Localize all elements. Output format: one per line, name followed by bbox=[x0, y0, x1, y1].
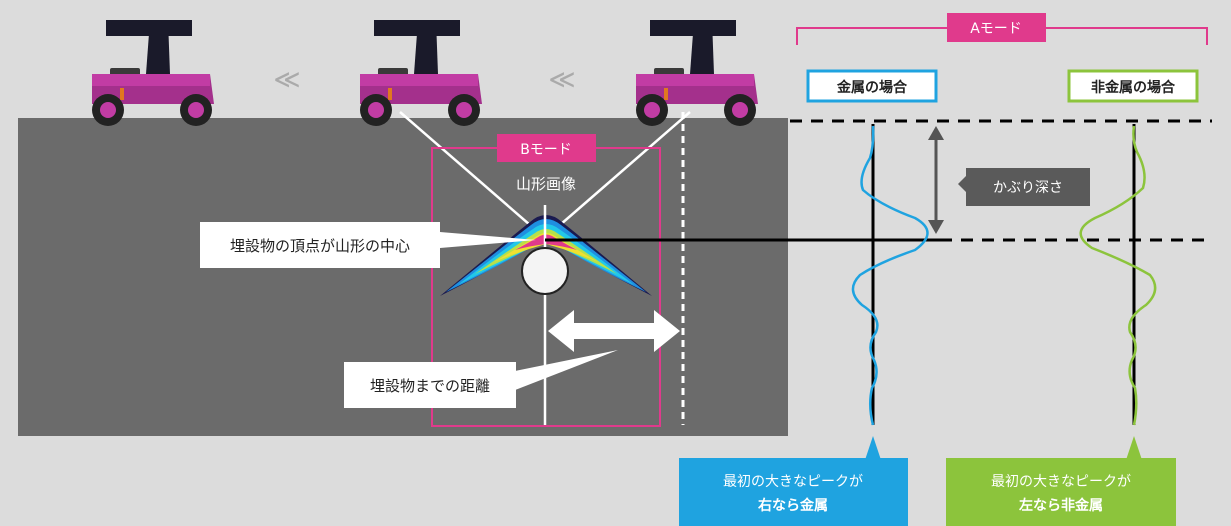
apex-callout-box bbox=[200, 222, 440, 268]
metal-result-pointer bbox=[865, 436, 881, 460]
direction-mark-1: ≪ bbox=[273, 65, 300, 95]
scanner-right bbox=[636, 20, 758, 126]
nonmetal-result-line1: 最初の大きなピークが bbox=[991, 473, 1131, 490]
cover-depth-arrow bbox=[928, 126, 944, 234]
nonmetal-waveform bbox=[1079, 125, 1157, 426]
scanner-left bbox=[92, 20, 214, 126]
nonmetal-result-box bbox=[946, 458, 1176, 526]
b-mode-title: Bモード bbox=[520, 142, 572, 158]
metal-result-line1: 最初の大きなピークが bbox=[723, 473, 863, 490]
direction-mark-2: ≪ bbox=[548, 65, 575, 95]
distance-double-arrow bbox=[548, 310, 680, 352]
apex-callout-pointer bbox=[440, 232, 536, 248]
nonmetal-header: 非金属の場合 bbox=[1091, 79, 1176, 96]
hyperbola-image-label: 山形画像 bbox=[516, 175, 576, 193]
apex-callout-text: 埋設物の頂点が山形の中心 bbox=[230, 237, 410, 255]
metal-header-box bbox=[806, 69, 938, 103]
nonmetal-result-pointer bbox=[1126, 436, 1142, 460]
cover-depth-box bbox=[966, 168, 1090, 206]
buried-object bbox=[521, 247, 569, 295]
radar-beams bbox=[399, 111, 691, 239]
cover-depth-label: かぶり深さ bbox=[993, 180, 1063, 196]
nonmetal-header-box bbox=[1067, 69, 1199, 103]
metal-result-line2: 右なら金属 bbox=[757, 497, 828, 514]
b-mode-tab bbox=[497, 134, 596, 162]
nonmetal-result-line2: 左なら非金属 bbox=[1018, 497, 1103, 514]
metal-waveform bbox=[851, 125, 929, 426]
distance-callout-pointer bbox=[510, 350, 618, 392]
metal-header: 金属の場合 bbox=[836, 79, 908, 96]
distance-callout-box bbox=[344, 362, 516, 408]
a-mode-title: Aモード bbox=[970, 21, 1022, 37]
a-mode-tab bbox=[947, 13, 1046, 42]
scanner-middle bbox=[360, 20, 482, 126]
distance-callout-text: 埋設物までの距離 bbox=[370, 377, 490, 395]
metal-result-box bbox=[679, 458, 908, 526]
cover-depth-pointer bbox=[958, 174, 968, 194]
